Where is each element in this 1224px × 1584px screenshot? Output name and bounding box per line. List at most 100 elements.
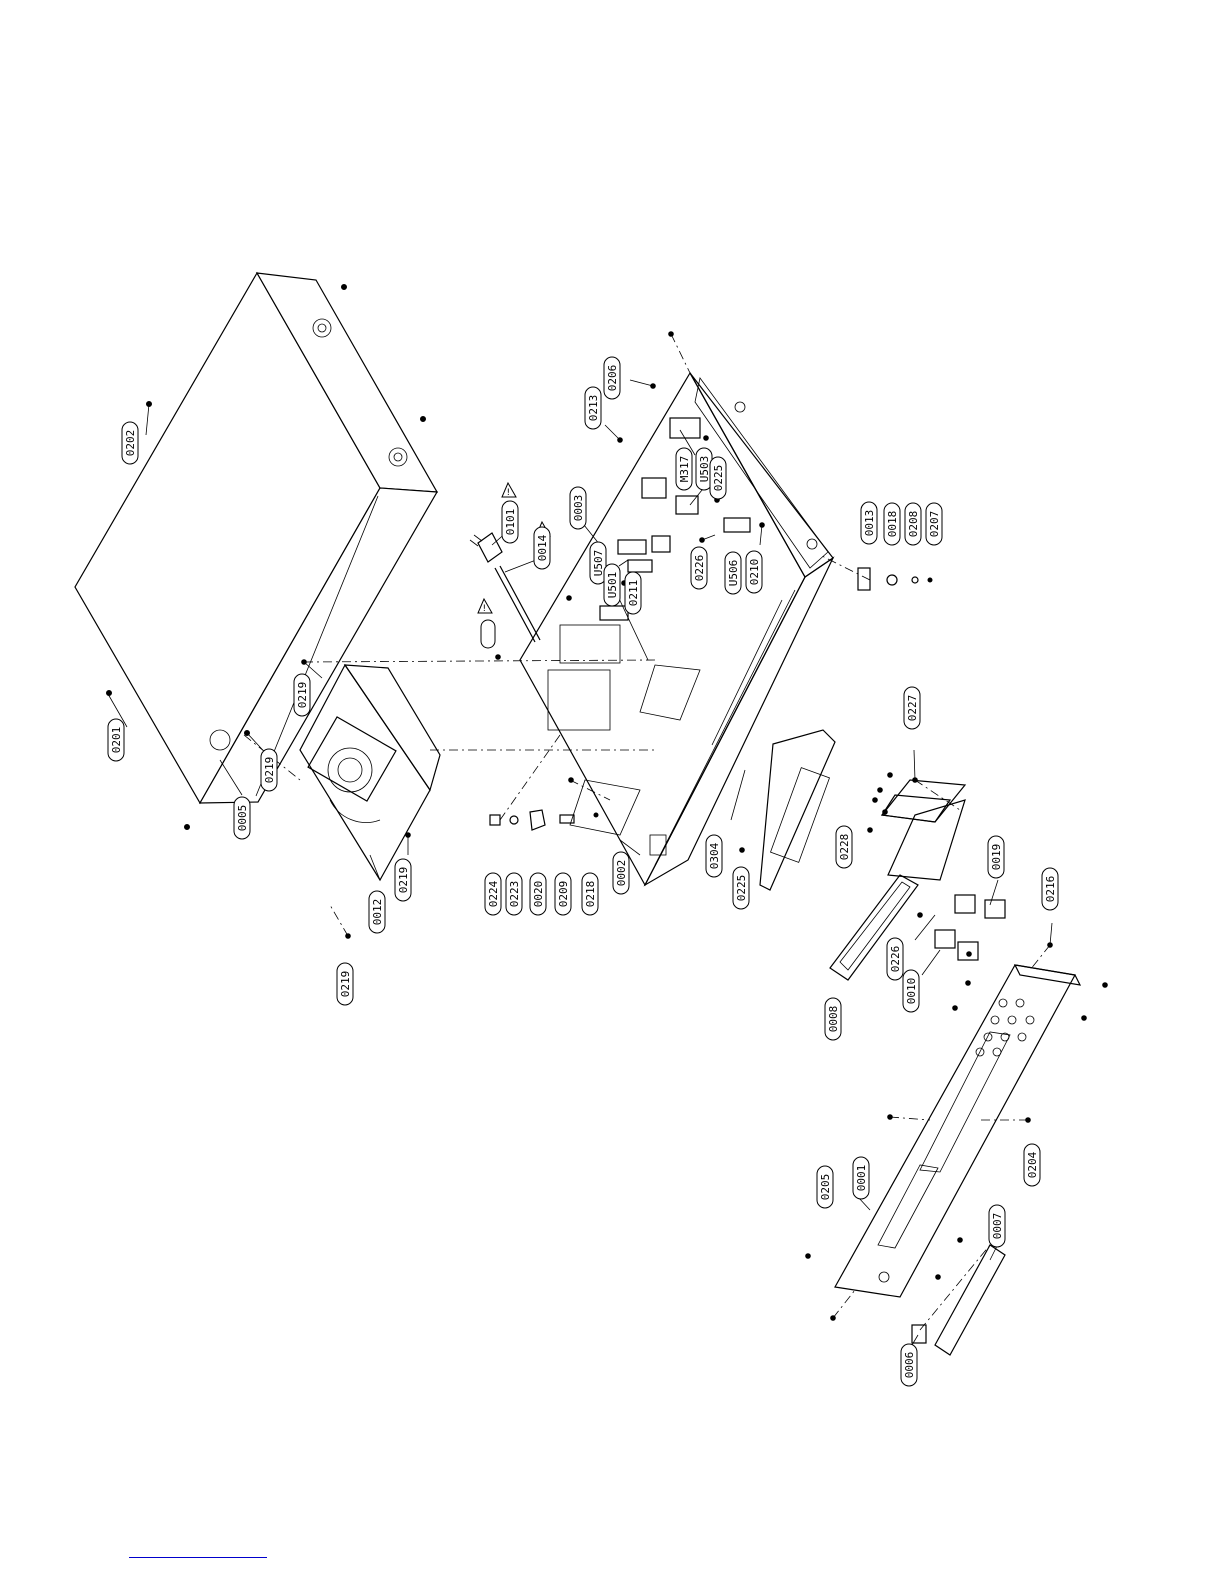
part-label: 0003 — [570, 487, 586, 529]
part-label: 0219 — [337, 963, 353, 1005]
part-label: 0101 — [502, 501, 518, 543]
part-label: 0206 — [604, 357, 620, 399]
part-label-text: 0007 — [991, 1213, 1004, 1240]
part-label-text: 0018 — [886, 511, 899, 538]
part-label-text: 0202 — [124, 430, 137, 457]
part-label-text: M317 — [678, 456, 691, 483]
part-label-text: 0304 — [708, 842, 721, 869]
part-label-text: 0205 — [819, 1174, 832, 1201]
part-label-text: 0204 — [1026, 1151, 1039, 1178]
part-label: 0219 — [261, 749, 277, 791]
chassis — [520, 373, 833, 885]
part-label: 0228 — [836, 826, 852, 868]
part-label-text: 0211 — [627, 580, 640, 607]
part-label-text: 0213 — [587, 395, 600, 422]
part-label-text: 0001 — [855, 1165, 868, 1192]
part-label-text: 0219 — [397, 867, 410, 894]
part-label: 0218 — [582, 873, 598, 915]
part-label-text: 0219 — [263, 757, 276, 784]
part-label: 0226 — [691, 547, 707, 589]
part-label: 0012 — [369, 891, 385, 933]
warning-tag — [481, 620, 495, 648]
part-label-text: 0207 — [928, 511, 941, 538]
part-label: 0006 — [901, 1344, 917, 1386]
part-label: 0225 — [733, 867, 749, 909]
part-label: 0018 — [884, 503, 900, 545]
part-label-text: U501 — [606, 572, 619, 599]
part-label-text: 0014 — [536, 534, 549, 561]
part-label-text: 0013 — [863, 510, 876, 537]
part-label: 0202 — [122, 422, 138, 464]
warning-mark: ! — [483, 604, 487, 614]
part-label-text: 0201 — [110, 727, 123, 754]
part-label-text: 0226 — [889, 946, 902, 973]
disc-loader — [300, 665, 440, 880]
part-label-text: U503 — [698, 456, 711, 483]
part-label: U501 — [604, 564, 620, 606]
key-board — [888, 800, 1005, 960]
part-label-text: 0020 — [532, 881, 545, 908]
part-label: 0219 — [395, 859, 411, 901]
part-label: 0208 — [905, 503, 921, 545]
part-label-text: 0219 — [339, 971, 352, 998]
part-label-text: 0216 — [1044, 876, 1057, 903]
part-label-text: 0223 — [508, 881, 521, 908]
part-label-text: 0019 — [990, 844, 1003, 871]
part-label: U506 — [725, 552, 741, 594]
part-label-text: 0226 — [693, 555, 706, 582]
part-label-text: 0225 — [735, 875, 748, 902]
part-label: 0209 — [555, 873, 571, 915]
warning-mark: ! — [507, 488, 511, 498]
front-panel — [835, 965, 1080, 1297]
part-label-text: 0228 — [838, 834, 851, 861]
display-window — [830, 875, 918, 980]
part-label: M317 — [676, 448, 692, 490]
part-label-text: 0008 — [827, 1006, 840, 1033]
part-label: 0223 — [506, 873, 522, 915]
part-label: 0205 — [817, 1166, 833, 1208]
part-label-text: 0006 — [903, 1352, 916, 1379]
part-label: 0304 — [706, 835, 722, 877]
part-label: 0225 — [710, 457, 726, 499]
part-label-text: 0003 — [572, 495, 585, 522]
power-cord — [470, 533, 540, 642]
foot-assembly — [858, 568, 932, 590]
knob — [912, 1325, 926, 1343]
part-label: 0001 — [853, 1157, 869, 1199]
part-label-text: 0218 — [584, 881, 597, 908]
top-cover — [75, 273, 437, 803]
part-label: 0005 — [234, 797, 250, 839]
part-label: 0227 — [904, 687, 920, 729]
part-label-text: 0225 — [712, 465, 725, 492]
tray-door — [935, 1245, 1005, 1355]
part-label-text: 0206 — [606, 365, 619, 392]
part-label-text: 0224 — [487, 880, 500, 907]
part-label: 0010 — [903, 970, 919, 1012]
part-label: 0019 — [988, 836, 1004, 878]
part-label: 0226 — [887, 938, 903, 980]
part-label-text: 0209 — [557, 881, 570, 908]
part-label: 0219 — [294, 674, 310, 716]
footer-rule — [129, 1557, 267, 1558]
part-label-text: U507 — [592, 550, 605, 577]
part-label-text: 0012 — [371, 899, 384, 926]
part-label-text: 0010 — [905, 978, 918, 1005]
part-label-text: 0227 — [906, 695, 919, 722]
part-label: 0204 — [1024, 1144, 1040, 1186]
part-label: 0213 — [585, 387, 601, 429]
part-label: 0013 — [861, 502, 877, 544]
front-pcb — [760, 730, 965, 890]
part-label-text: U506 — [727, 560, 740, 587]
part-label-text: 0002 — [615, 860, 628, 887]
part-label-text: 0219 — [296, 682, 309, 709]
part-label: 0014 — [534, 527, 550, 569]
part-label: 0007 — [989, 1205, 1005, 1247]
part-label: 0207 — [926, 503, 942, 545]
part-label-text: 0208 — [907, 511, 920, 538]
part-label: 0020 — [530, 873, 546, 915]
part-label: 0224 — [485, 873, 501, 915]
part-label: 0008 — [825, 998, 841, 1040]
part-label: 0002 — [613, 852, 629, 894]
part-label: 0210 — [746, 551, 762, 593]
part-label-text: 0210 — [748, 559, 761, 586]
